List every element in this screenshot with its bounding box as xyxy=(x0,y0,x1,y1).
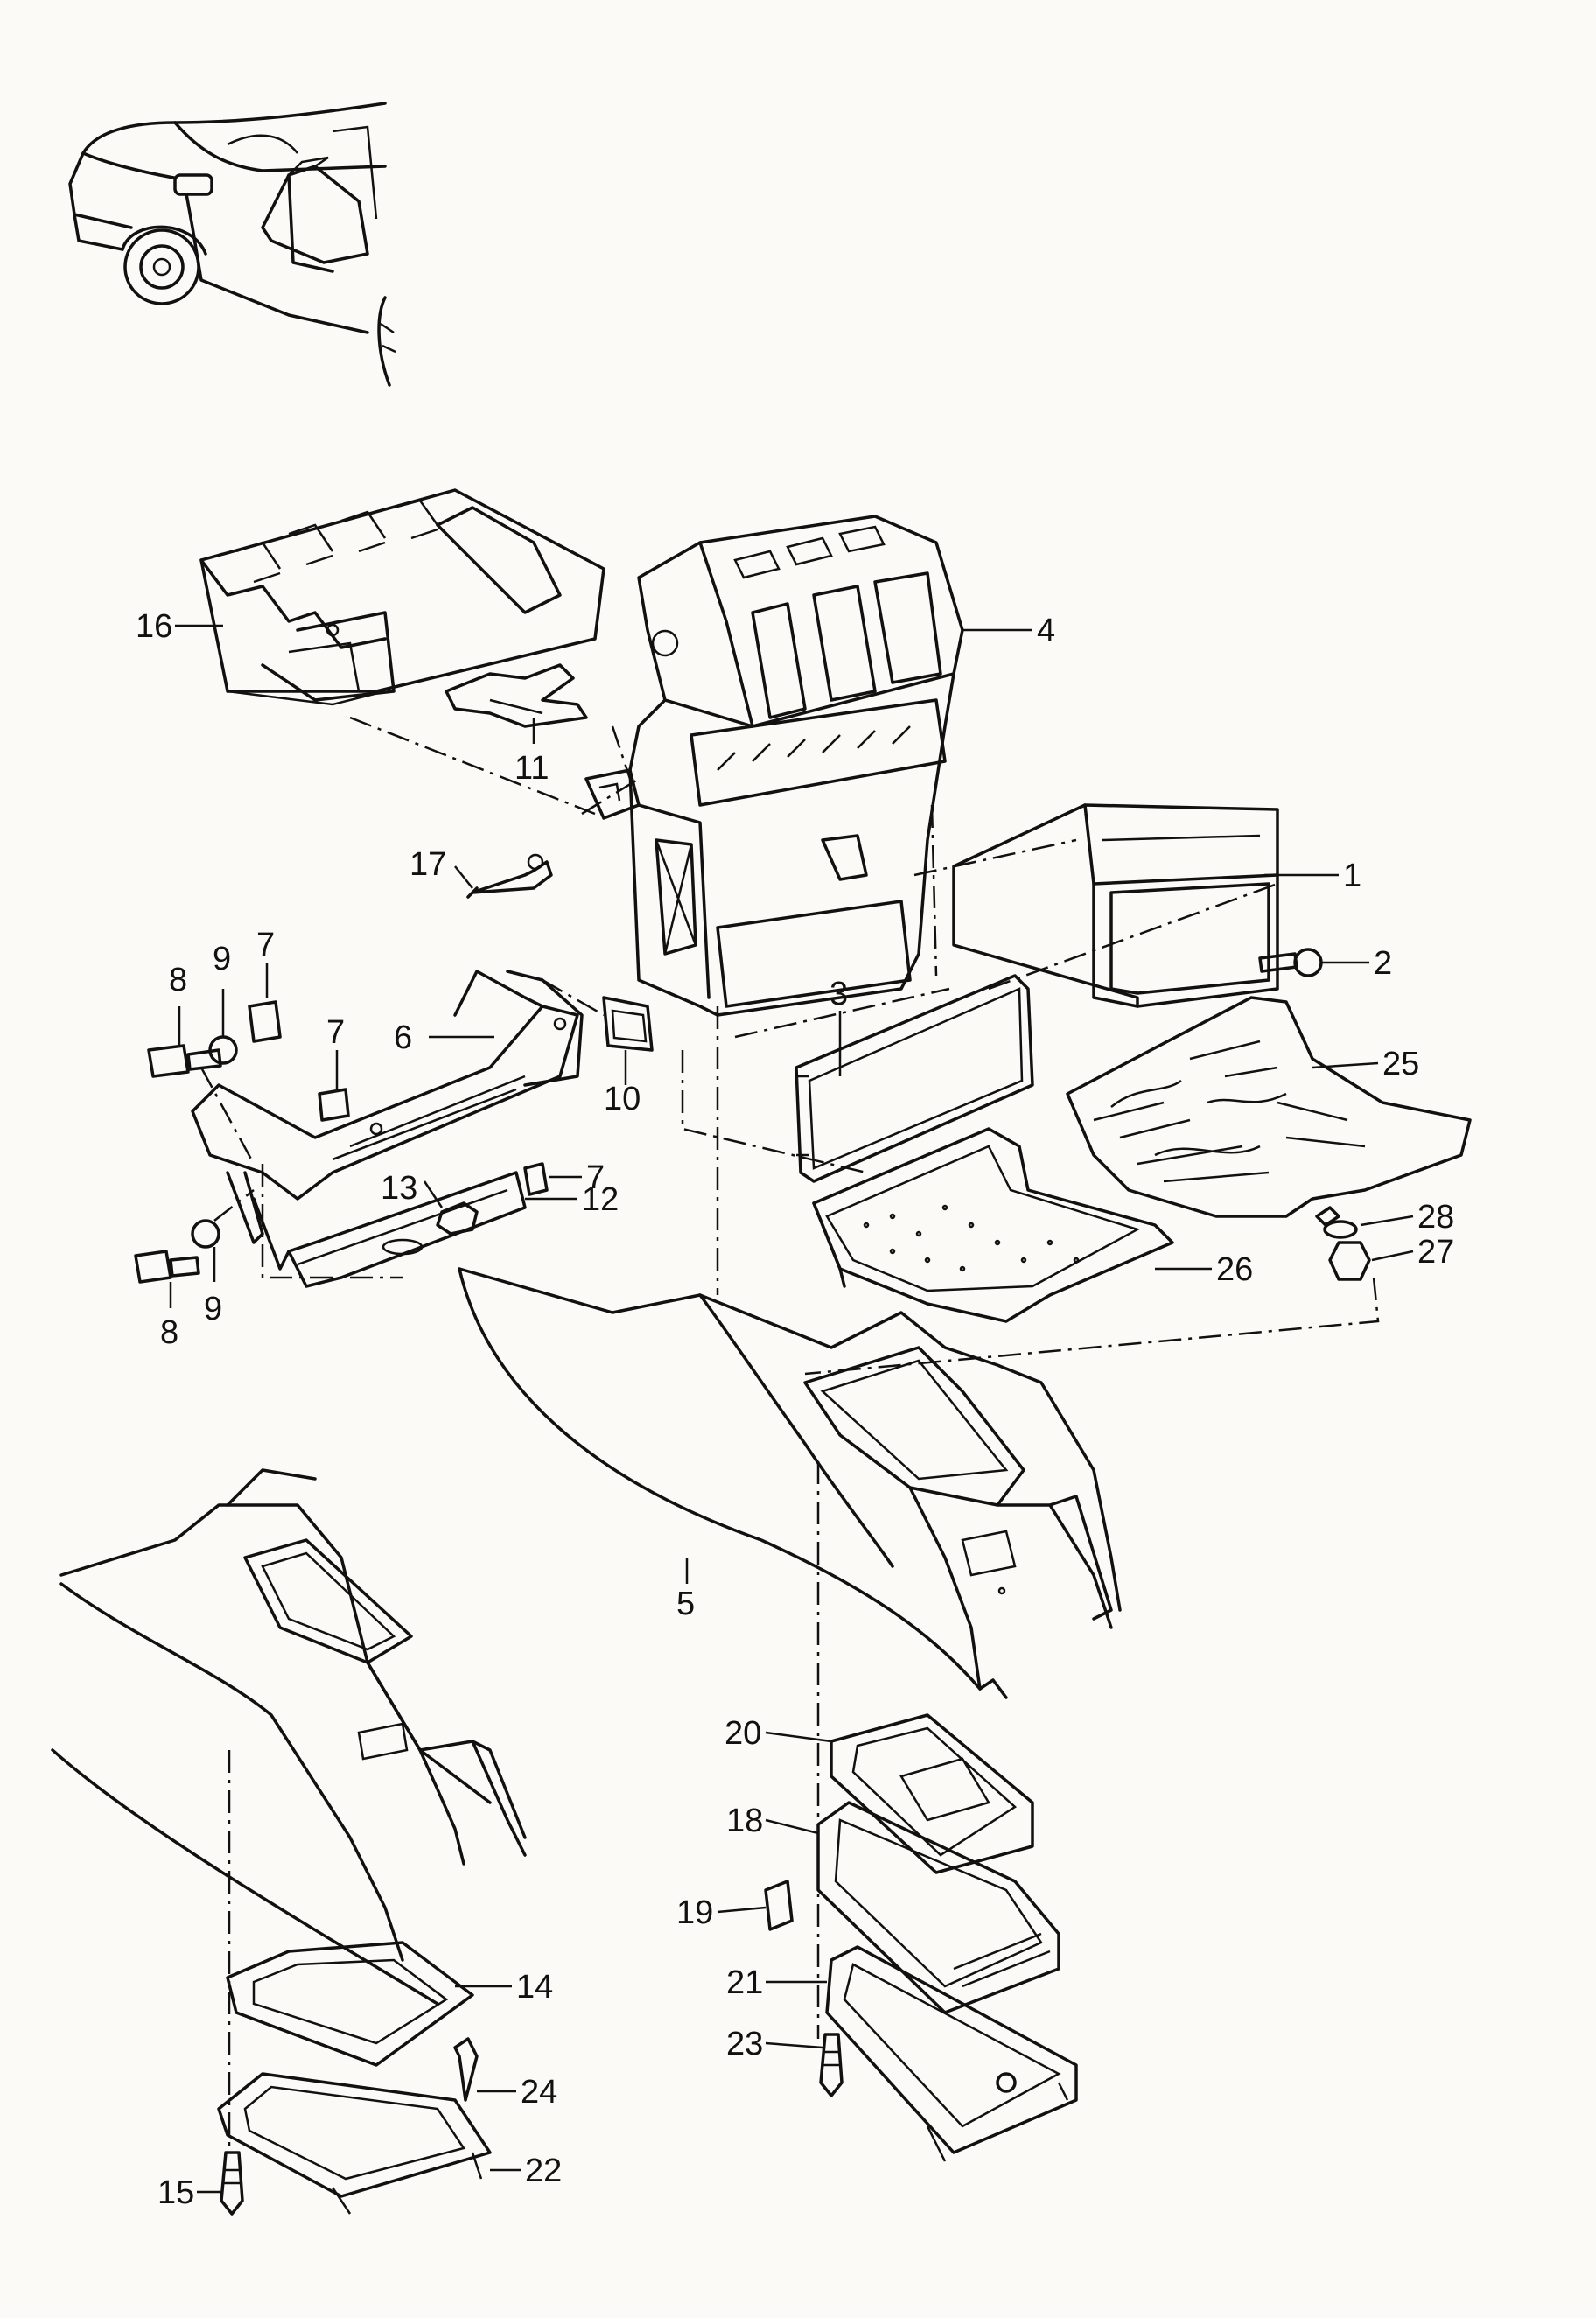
part-11-bracket xyxy=(444,663,588,728)
part-6-bracket-assembly xyxy=(191,970,584,1288)
car-thumbnail xyxy=(68,102,396,387)
callout-26: 26 xyxy=(1216,1251,1253,1288)
callout-4: 4 xyxy=(1037,613,1055,649)
callout-12: 12 xyxy=(582,1181,619,1218)
callout-28: 28 xyxy=(1418,1199,1454,1236)
part-7-clips xyxy=(248,1000,549,1196)
callout-8b: 8 xyxy=(160,1314,178,1351)
part-5-main-console xyxy=(458,1267,1122,1699)
callout-labels: 1 2 3 4 5 6 7 7 7 8 8 9 9 10 11 12 13 14… xyxy=(136,608,1454,2211)
callout-23: 23 xyxy=(726,2026,763,2062)
part-24-pin xyxy=(453,2037,479,2102)
part-20-trim-ring xyxy=(830,1713,1034,1874)
assembly-lines xyxy=(200,716,1380,2153)
part-23-screw xyxy=(819,2033,844,2097)
callout-21: 21 xyxy=(726,1964,763,2001)
callout-13: 13 xyxy=(381,1170,417,1207)
callout-25: 25 xyxy=(1382,1046,1419,1082)
part-21-frame xyxy=(825,1945,1078,2162)
callout-27: 27 xyxy=(1418,1234,1454,1271)
callout-19: 19 xyxy=(676,1894,713,1931)
callout-11: 11 xyxy=(514,750,549,787)
callout-8a: 8 xyxy=(169,962,187,998)
part-16-frame xyxy=(200,488,606,706)
callout-2: 2 xyxy=(1374,945,1392,982)
callout-9b: 9 xyxy=(204,1291,222,1327)
callout-9a: 9 xyxy=(213,941,231,977)
callout-20: 20 xyxy=(724,1715,761,1752)
part-15-screw xyxy=(220,2151,244,2216)
callout-14: 14 xyxy=(516,1969,553,2006)
callout-24: 24 xyxy=(521,2074,557,2111)
callout-7b: 7 xyxy=(326,1014,345,1051)
part-28-27-washer-nut xyxy=(1323,1220,1371,1281)
part-26-floor-trim xyxy=(812,1127,1174,1323)
inset-console xyxy=(51,1468,527,2006)
callout-6: 6 xyxy=(394,1019,412,1056)
callout-16: 16 xyxy=(136,608,172,645)
leader-lines xyxy=(169,624,1414,2194)
callout-10: 10 xyxy=(604,1081,640,1117)
callout-22: 22 xyxy=(525,2153,562,2189)
callout-1: 1 xyxy=(1343,858,1362,894)
part-14-gasket xyxy=(226,1941,474,2067)
part-19-clip xyxy=(764,1880,794,1931)
callout-17: 17 xyxy=(410,846,446,883)
part-17-pin xyxy=(466,853,553,899)
part-25-mat xyxy=(1066,996,1472,1227)
part-1-storage-tray xyxy=(952,803,1279,1008)
part-4-support-bracket xyxy=(584,515,964,1017)
callout-3: 3 xyxy=(830,976,848,1012)
part-8-9-bolts-washers xyxy=(134,1035,238,1284)
part-22-frame xyxy=(217,2072,492,2215)
part-10-13-clips-nut xyxy=(436,996,654,1236)
part-18-shift-bezel xyxy=(816,1801,1060,2014)
part-3-cover-plate xyxy=(794,974,1034,1183)
callout-7a: 7 xyxy=(256,927,275,963)
callout-15: 15 xyxy=(158,2174,194,2211)
callout-5: 5 xyxy=(676,1586,695,1622)
callout-18: 18 xyxy=(726,1803,763,1839)
callout-7c: 7 xyxy=(586,1159,605,1196)
